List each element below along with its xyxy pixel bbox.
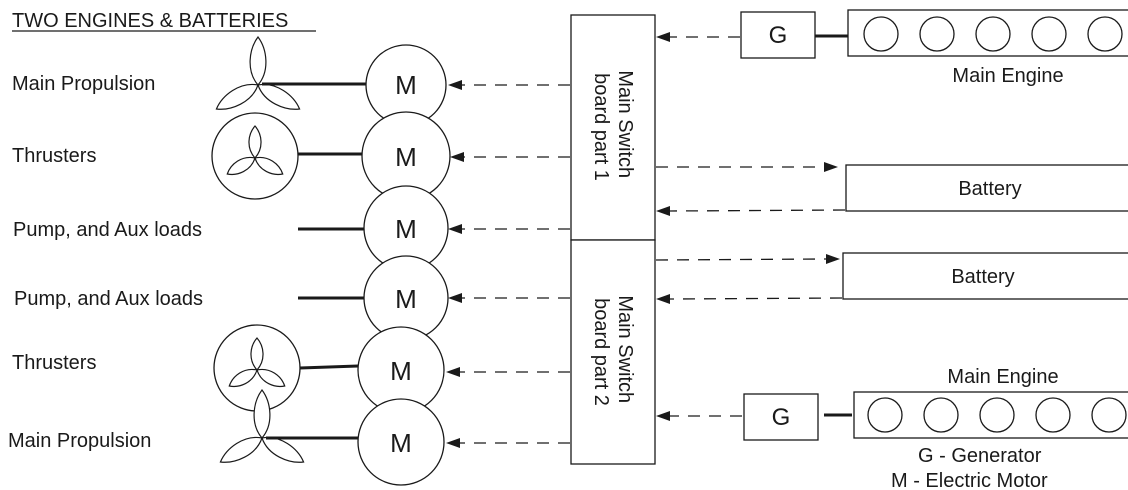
dashed-feed-line: [669, 297, 843, 300]
motor-label: M: [395, 284, 417, 314]
load-label-pump-aux-1: Pump, and Aux loads: [13, 219, 202, 241]
cylinder-icon: [979, 397, 1015, 433]
legend-generator: G - Generator: [918, 445, 1042, 467]
arrow-head: [448, 80, 462, 90]
switchboard-part-2: [570, 239, 656, 465]
arrow-head: [450, 152, 464, 162]
load-label-thrusters-1: Thrusters: [12, 145, 96, 167]
battery-box: [845, 164, 1128, 212]
motor-label: M: [395, 214, 417, 244]
generator-box: [743, 393, 819, 441]
dashed-feed-line: [669, 209, 846, 212]
arrow-head: [448, 293, 462, 303]
arrow-head: [656, 32, 670, 42]
arrow-head: [448, 224, 462, 234]
load-label-main-propulsion-1: Main Propulsion: [12, 73, 155, 95]
legend-motor: M - Electric Motor: [891, 470, 1048, 490]
load-label-pump-aux-2: Pump, and Aux loads: [14, 288, 203, 310]
arrow-head: [656, 294, 670, 304]
cylinder-icon: [863, 16, 899, 52]
battery-label-2: Battery: [951, 266, 1014, 288]
cylinder-icon: [975, 16, 1011, 52]
shaft-line: [299, 364, 359, 370]
arrow-head: [656, 411, 670, 421]
diagram-title: TWO ENGINES & BATTERIES: [12, 10, 288, 32]
load-label-main-propulsion-2: Main Propulsion: [8, 430, 151, 452]
cylinder-icon: [919, 16, 955, 52]
arrow-head: [656, 206, 670, 216]
switchboard-part-1: [570, 14, 656, 241]
motor-label: M: [395, 142, 417, 172]
cylinder-icon: [1035, 397, 1071, 433]
engine-label-2: Main Engine: [947, 366, 1058, 388]
dashed-charge-line: [655, 258, 827, 261]
motor-label: M: [395, 70, 417, 100]
cylinder-icon: [923, 397, 959, 433]
generator-box: [740, 11, 816, 59]
switchboard-1-label: Main Switch board part 1: [590, 70, 636, 183]
arrow-head: [824, 162, 838, 172]
motor-label: M: [390, 428, 412, 458]
generator-label: G: [772, 404, 791, 431]
cylinder-icon: [1087, 16, 1123, 52]
arrow-head: [446, 438, 460, 448]
motor-label: M: [390, 356, 412, 386]
motor-circle: [357, 398, 445, 486]
engine-label-1: Main Engine: [952, 65, 1063, 87]
cylinder-icon: [1031, 16, 1067, 52]
battery-box: [842, 252, 1128, 300]
load-label-thrusters-2: Thrusters: [12, 352, 96, 374]
switchboard-2-label: Main Switch board part 2: [590, 295, 636, 408]
cylinder-icon: [867, 397, 903, 433]
generator-label: G: [769, 22, 788, 49]
arrow-head: [446, 367, 460, 377]
cylinder-icon: [1091, 397, 1127, 433]
propeller-icon: [211, 36, 305, 117]
arrow-head: [826, 254, 840, 264]
battery-label-1: Battery: [958, 178, 1021, 200]
